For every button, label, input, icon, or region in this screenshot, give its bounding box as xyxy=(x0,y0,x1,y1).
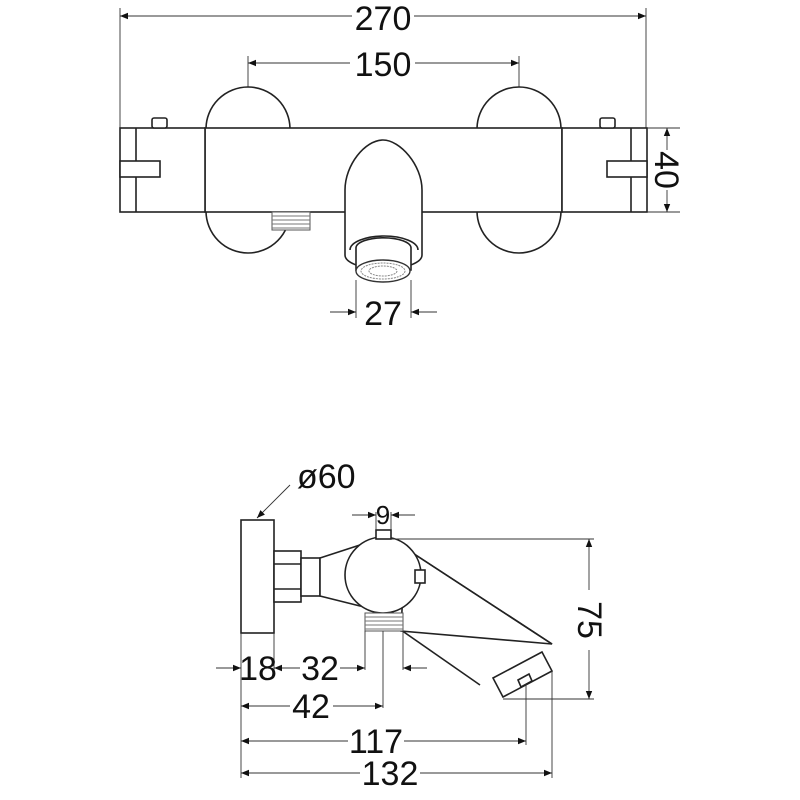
dim-diameter-60: ø60 xyxy=(297,458,356,496)
side-view: ø60 9 75 xyxy=(216,458,608,793)
dim-40: 40 xyxy=(647,151,685,189)
dim-9: 9 xyxy=(376,500,390,530)
dim-27: 27 xyxy=(364,295,402,333)
dim-75: 75 xyxy=(570,601,608,639)
top-view: 270 150 xyxy=(119,0,685,333)
dim-132: 132 xyxy=(362,755,419,793)
dim-117: 117 xyxy=(349,723,403,761)
dim-18: 18 xyxy=(239,650,277,688)
dim-150: 150 xyxy=(355,46,412,84)
dim-32: 32 xyxy=(301,650,339,688)
dim-270: 270 xyxy=(355,0,412,38)
dim-42: 42 xyxy=(292,688,330,726)
